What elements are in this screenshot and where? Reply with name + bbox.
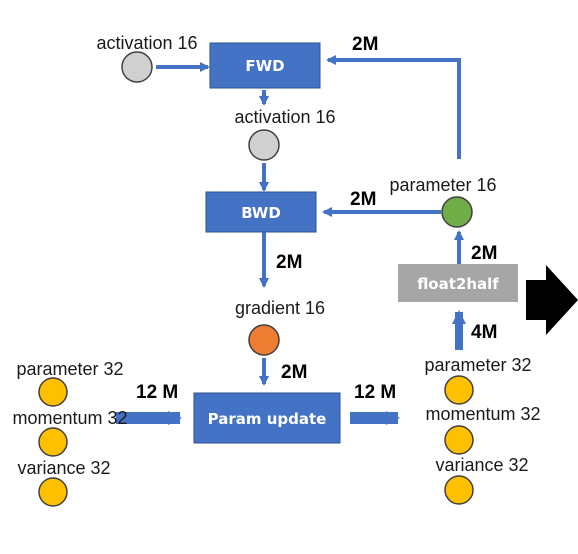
- activation-in-label: activation 16: [96, 33, 197, 53]
- left-parameter32-label: parameter 32: [16, 359, 123, 379]
- left-momentum32-circle: [38, 427, 68, 457]
- right-parameter32-label: parameter 32: [424, 355, 531, 375]
- edge-label-gradient-to-update: 2M: [281, 362, 307, 383]
- param-update-box: Param update: [193, 392, 341, 444]
- left-variance32-label: variance 32: [17, 458, 110, 478]
- right-momentum32-label: momentum 32: [425, 404, 540, 424]
- activation-mid-label: activation 16: [234, 107, 335, 127]
- gradient-label: gradient 16: [235, 298, 325, 318]
- float2half-label: float2half: [417, 275, 499, 293]
- parameter16-circle: [441, 196, 473, 228]
- bwd-box: BWD: [205, 191, 317, 233]
- left-variance32-circle: [38, 477, 68, 507]
- black-arrow-shape: [526, 265, 578, 335]
- edge-label-update-to-right: 12 M: [354, 382, 396, 403]
- float2half-box: float2half: [398, 264, 518, 302]
- connectors: [116, 55, 466, 425]
- edge-label-param-to-bwd: 2M: [350, 189, 376, 210]
- edge-label-bwd-to-gradient: 2M: [276, 252, 302, 273]
- edge-label-param-to-fwd: 2M: [352, 34, 378, 55]
- arrow-param16-to-fwd: [326, 55, 461, 159]
- activation-in-circle: [121, 51, 153, 83]
- right-variance32-label: variance 32: [435, 455, 528, 475]
- right-variance32-circle: [444, 475, 474, 505]
- left-parameter32-circle: [38, 377, 68, 407]
- activation-mid-circle: [248, 129, 280, 161]
- edge-label-float2half-to-param: 2M: [471, 243, 497, 264]
- param-update-label: Param update: [208, 410, 327, 428]
- gradient-circle: [248, 324, 280, 356]
- left-momentum32-label: momentum 32: [12, 408, 127, 428]
- edge-label-left-to-update: 12 M: [136, 382, 178, 403]
- fwd-box: FWD: [209, 42, 321, 89]
- edge-label-param32-to-float2half: 4M: [471, 322, 497, 343]
- right-parameter32-circle: [444, 375, 474, 405]
- right-momentum32-circle: [444, 425, 474, 455]
- fwd-label: FWD: [245, 57, 284, 75]
- bwd-label: BWD: [241, 204, 281, 222]
- parameter16-label: parameter 16: [389, 175, 496, 195]
